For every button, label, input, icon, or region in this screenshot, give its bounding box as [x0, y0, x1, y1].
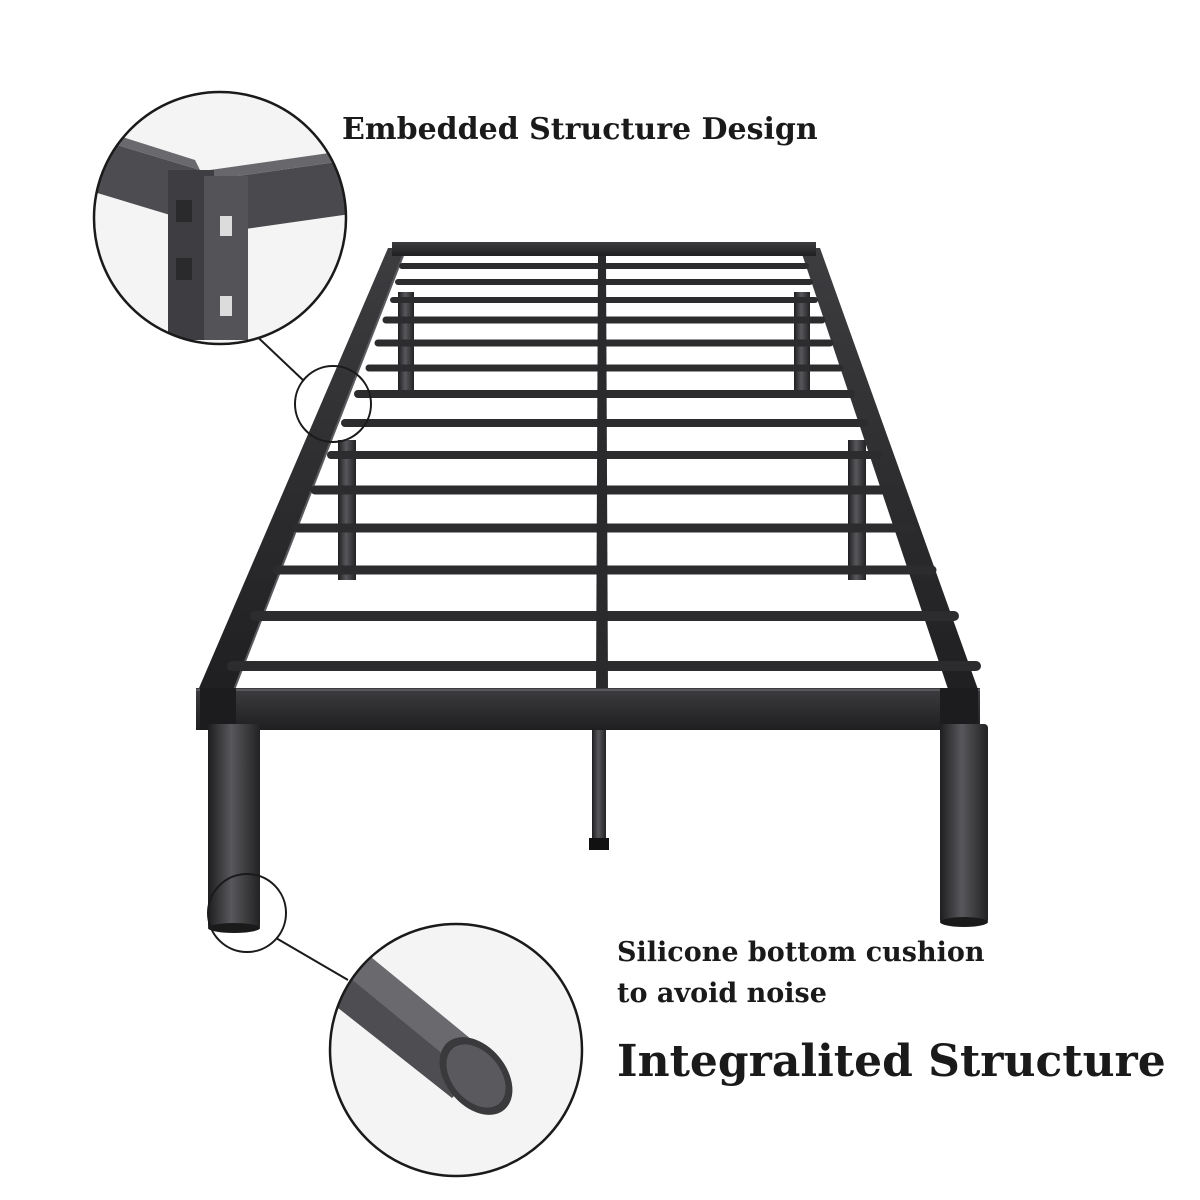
front-legs: [200, 688, 988, 933]
integrated-structure-caption: Integralited Structure: [617, 1036, 1166, 1087]
embedded-structure-caption: Embedded Structure Design: [342, 112, 818, 147]
foot-rail: [196, 688, 980, 730]
foot-cap-closeup-icon: [330, 924, 582, 1176]
head-rail: [392, 242, 816, 256]
joint-callout: [92, 90, 372, 443]
center-rail: [596, 256, 608, 690]
silicone-caption-line-1: Silicone bottom cushion: [617, 937, 985, 968]
silicone-caption-line-2: to avoid noise: [617, 978, 827, 1009]
joint-closeup-icon: [94, 92, 346, 344]
foot-callout: [207, 873, 584, 1178]
